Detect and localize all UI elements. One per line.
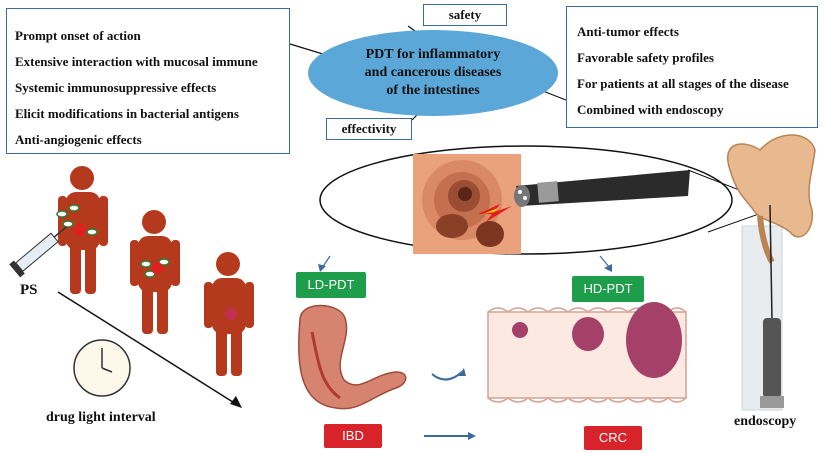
ps-label: PS — [20, 282, 38, 298]
tumor-mark-3 — [225, 308, 237, 320]
center-title-ellipse: PDT for inflammatory and cancerous disea… — [308, 30, 558, 116]
safety-tag: safety — [423, 4, 507, 26]
crc-intestine-illustration — [487, 302, 687, 403]
pdt-ibd-benefits-box: Prompt onset of action Extensive interac… — [6, 8, 290, 154]
title-line: PDT for inflammatory — [365, 47, 501, 62]
title-line: of the intestines — [386, 83, 480, 98]
benefit-item: For patients at all stages of the diseas… — [577, 76, 789, 91]
human-figures — [58, 166, 254, 376]
tumor-mark-1 — [74, 224, 86, 236]
endoscopy-label: endoscopy — [734, 414, 797, 429]
endoscope-tube — [514, 170, 690, 207]
drug-light-interval-label: drug light interval — [46, 410, 156, 425]
effectivity-tag: effectivity — [326, 118, 412, 140]
benefit-item: Anti-tumor effects — [577, 24, 679, 39]
benefit-item: Favorable safety profiles — [577, 50, 714, 65]
benefit-item: Anti-angiogenic effects — [15, 132, 142, 147]
crc-label: CRC — [584, 426, 642, 450]
benefit-item: Prompt onset of action — [15, 28, 141, 43]
ibd-colon-illustration — [298, 304, 407, 410]
clock-icon — [73, 339, 131, 397]
tumor-mark-2 — [151, 262, 163, 274]
ld-pdt-label: LD-PDT — [296, 272, 366, 298]
benefit-item: Systemic immunosuppressive effects — [15, 80, 217, 95]
benefit-item: Combined with endoscopy — [577, 102, 724, 117]
ibd-label: IBD — [324, 424, 382, 448]
pdt-crc-benefits-box: Anti-tumor effects Favorable safety prof… — [566, 6, 818, 128]
colon-illustration — [727, 134, 816, 411]
benefit-item: Elicit modifications in bacterial antige… — [15, 106, 239, 121]
benefit-item: Extensive interaction with mucosal immun… — [15, 54, 258, 69]
colon-interior-illustration — [413, 154, 521, 254]
hd-pdt-label: HD-PDT — [572, 276, 644, 302]
syringe-icon — [9, 226, 67, 278]
title-line: and cancerous diseases — [364, 65, 502, 80]
